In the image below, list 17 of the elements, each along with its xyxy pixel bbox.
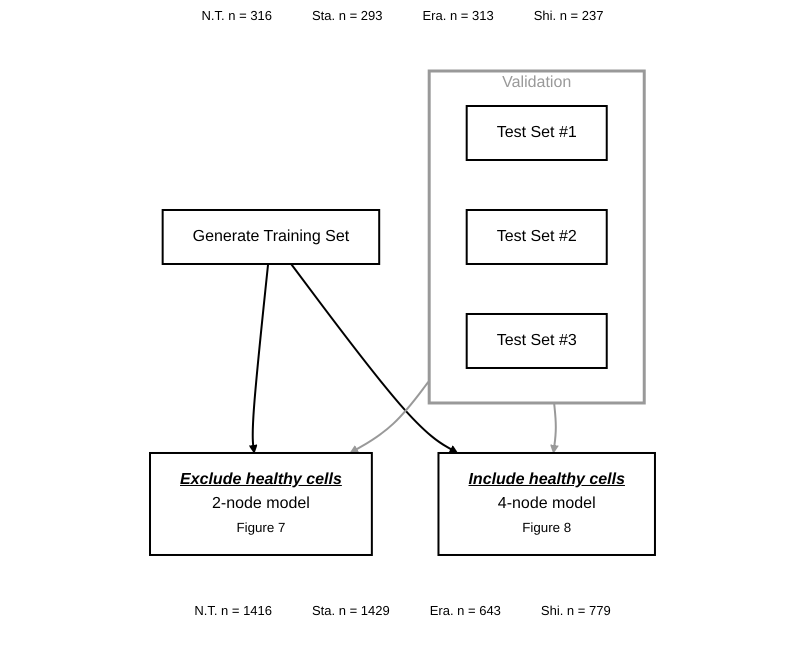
sample-count: Shi. n = 779 bbox=[540, 603, 611, 618]
sample-count: N.T. n = 316 bbox=[202, 8, 272, 23]
sample-count: Era. n = 313 bbox=[422, 8, 494, 23]
node-box: Generate Training Set bbox=[162, 209, 380, 265]
arrow bbox=[248, 264, 270, 454]
sample-count: N.T. n = 1416 bbox=[194, 603, 272, 618]
sample-count: Sta. n = 293 bbox=[312, 8, 382, 23]
node-box: Test Set #3 bbox=[466, 313, 608, 369]
node-box: Exclude healthy cells 2-node model Figure 7 bbox=[149, 452, 373, 556]
sample-count: Sta. n = 1429 bbox=[312, 603, 390, 618]
sample-count: Shi. n = 237 bbox=[534, 8, 604, 23]
arrow bbox=[290, 263, 458, 454]
arrow bbox=[550, 402, 559, 454]
node-box: Test Set #1 bbox=[466, 105, 608, 161]
sample-count: Era. n = 643 bbox=[430, 603, 501, 618]
node-box: Test Set #2 bbox=[466, 209, 608, 265]
node-box: Include healthy cells 4-node model Figure 8 bbox=[437, 452, 656, 556]
